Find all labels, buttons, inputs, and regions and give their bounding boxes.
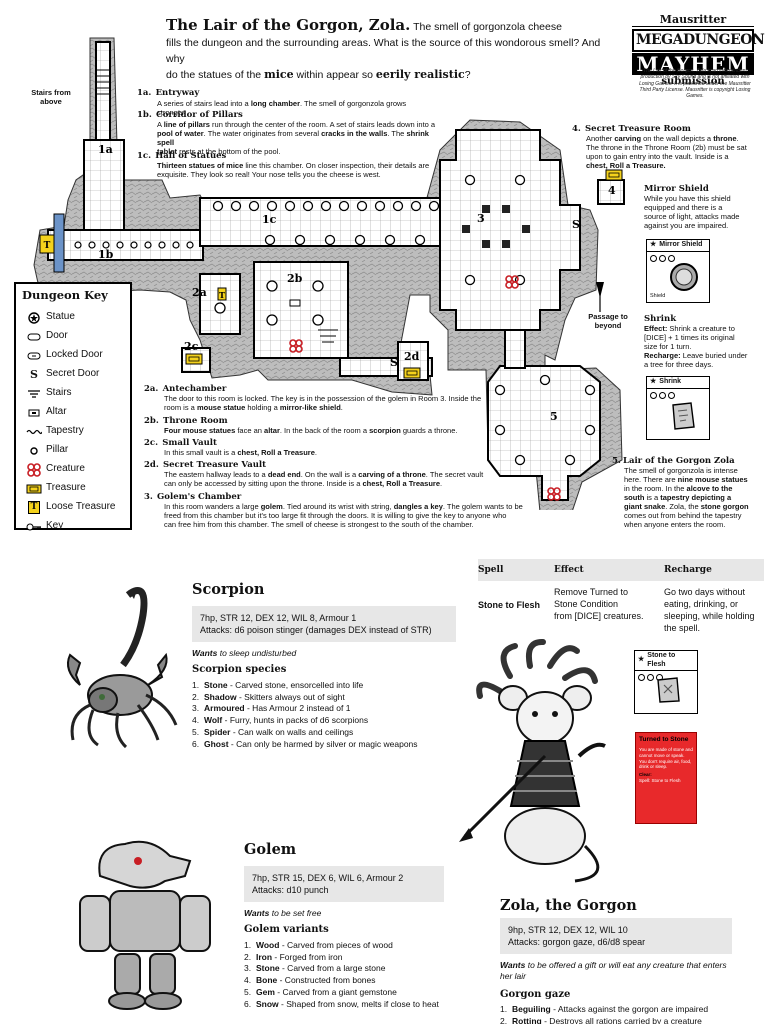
list-item: 5.Spider - Can walk on walls and ceiling… (192, 726, 354, 737)
list-item: 3.Stone - Carved from a large stone (244, 963, 386, 974)
golem-wants: Wants to be set free (244, 908, 322, 918)
mausritter-logo: Mausritter MEGADUNGEON MAYHEM submission (632, 13, 765, 89)
scorpion-wants: Wants to sleep undisturbed (192, 648, 297, 658)
scorpion-species-title: Scorpion species (192, 664, 287, 675)
page-title: The Lair of the Gorgon, Zola. (166, 16, 411, 34)
scorpion-species-list: 1.Stone - Carved stone, ensorcelled into… (192, 680, 418, 750)
scorpion-illustration (67, 587, 178, 749)
intro-text: fills the dungeon and the surrounding ar… (166, 36, 601, 65)
key-stairs: Stairs (22, 384, 124, 403)
golem-variants-title: Golem variants (244, 924, 329, 935)
golem-title: Golem (244, 841, 297, 858)
scorpion-stats: 7hp, STR 12, DEX 12, WIL 8, Armour 1 Att… (192, 606, 456, 642)
room-1a: 1a. Entryway A series of stairs lead int… (137, 88, 407, 118)
room-3: 3. Golem's Chamber In this room wanders … (144, 492, 523, 530)
shield-icon (670, 263, 698, 291)
list-item: 4.Bone - Constructed from bones (244, 975, 376, 986)
list-item: 2.Rotting - Destroys all rations carried… (500, 1015, 702, 1024)
golem-stats: 7hp, STR 15, DEX 6, WIL 6, Armour 2 Atta… (244, 866, 444, 902)
star-icon: ★ (650, 241, 657, 248)
svg-text:1a: 1a (98, 143, 113, 156)
svg-text:2a: 2a (192, 286, 207, 299)
room-2c: 2c. Small Vault In this small vault is a… (144, 438, 317, 458)
license-text: The Lair of the Gorgon, Zola is an indep… (639, 68, 751, 99)
zola-wants: Wants to be offered a gift or will eat a… (500, 960, 727, 982)
svg-text:S: S (572, 218, 580, 231)
key-key: Key (22, 517, 124, 536)
svg-text:2b: 2b (287, 272, 303, 285)
tablet-icon (657, 677, 680, 703)
intro-text: The smell of gorgonzola cheese (410, 21, 562, 33)
room-2a: 2a. Antechamber The door to this room is… (144, 384, 482, 413)
star-icon: ★ (638, 656, 645, 664)
room-5: 5. Lair of the Gorgon Zola The smell of … (612, 456, 749, 530)
star-icon: ★ (650, 378, 657, 385)
list-item: 2.Shadow - Skitters always out of sight (192, 691, 345, 702)
svg-text:2d: 2d (404, 350, 420, 363)
gorgon-gaze-list: 1.Beguiling - Attacks against the gorgon… (500, 1004, 708, 1024)
list-item: 2.Iron - Forged from iron (244, 951, 343, 962)
scorpion-title: Scorpion (192, 581, 265, 598)
svg-text:1c: 1c (262, 213, 277, 226)
svg-text:3: 3 (477, 212, 485, 225)
zola-title: Zola, the Gorgon (500, 897, 637, 914)
page-header: The Lair of the Gorgon, Zola. The smell … (166, 16, 606, 84)
golem-illustration (79, 840, 211, 1010)
list-item: 3.Armoured - Has Armour 2 instead of 1 (192, 703, 351, 714)
key-altar: Altar (22, 403, 124, 422)
shrink-spell: Shrink Effect: Shrink a creature to [DIC… (644, 314, 748, 370)
shrink-card: ★Shrink (646, 376, 710, 440)
mirror-shield-card: ★Mirror Shield Shield (646, 239, 710, 303)
svg-text:4: 4 (608, 184, 616, 197)
list-item: 1.Stone - Carved stone, ensorcelled into… (192, 680, 364, 690)
list-item: 1.Beguiling - Attacks against the gorgon… (500, 1004, 709, 1014)
zola-stats: 9hp, STR 12, DEX 12, WIL 10 Attacks: gor… (500, 918, 732, 954)
loose-treasure-marker: T (44, 241, 51, 251)
list-item: 6.Snow - Shaped from snow, melts if clos… (244, 998, 439, 1009)
room-4: 4. Secret Treasure Room Another carving … (572, 124, 747, 171)
key-door: Door (22, 327, 124, 346)
svg-text:2c: 2c (184, 340, 199, 353)
list-item: 5.Gem - Carved from a giant gemstone (244, 986, 397, 997)
stone-to-flesh-card: ★Stone to Flesh (634, 650, 698, 714)
svg-text:1b: 1b (98, 248, 114, 261)
tablet-icon (672, 402, 695, 430)
list-item: 1.Wood - Carved from pieces of wood (244, 940, 393, 950)
key-tapestry: Tapestry (22, 422, 124, 441)
key-locked-door: Locked Door (22, 346, 124, 365)
spell-table-header: Spell Effect Recharge (478, 559, 764, 581)
gorgon-gaze-title: Gorgon gaze (500, 989, 571, 1000)
mirror-shield-item: Mirror Shield While you have this shield… (644, 184, 740, 231)
room-1c: 1c. Hall of Statues Thirteen statues of … (137, 151, 430, 180)
room-2d: 2d. Secret Treasure Vault The eastern ha… (144, 460, 484, 489)
zola-illustration (459, 639, 606, 883)
key-creature: Creature (22, 460, 124, 479)
key-pillar: Pillar (22, 441, 124, 460)
golem-variants-list: 1.Wood - Carved from pieces of wood 2.Ir… (244, 940, 439, 1010)
turned-to-stone-card: Turned to Stone You are made of stone an… (635, 732, 697, 824)
key-statue: Statue (22, 308, 124, 327)
key-treasure: Treasure (22, 479, 124, 498)
list-item: 4.Wolf - Furry, hunts in packs of d6 sco… (192, 715, 369, 726)
svg-text:S: S (390, 356, 398, 369)
list-item: 6.Ghost - Can only be harmed by silver o… (192, 738, 418, 749)
svg-text:5: 5 (550, 410, 558, 423)
intro-text: do the statues of the mice within appear… (166, 68, 471, 82)
svg-text:T: T (219, 290, 225, 300)
dungeon-map: T (33, 37, 625, 510)
room-2b: 2b. Throne Room Four mouse statues face … (144, 416, 458, 436)
room-1b: 1b. Corridor of Pillars A line of pillar… (137, 110, 436, 157)
